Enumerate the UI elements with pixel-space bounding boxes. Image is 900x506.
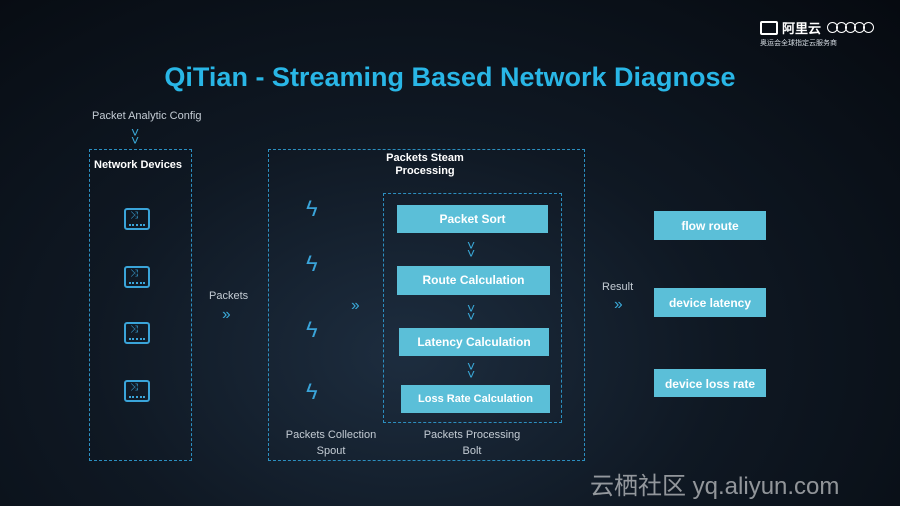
chevron-down-icon: ˅˅ [467,237,475,261]
device-latency-result: device latency [654,288,766,317]
packets-label: Packets [209,290,249,302]
device-loss-rate-result: device loss rate [654,369,766,397]
lightning-bolt-icon: ϟ [306,317,318,342]
spout-label: Packets Collection Spout [280,427,382,459]
network-devices-label: Network Devices [94,159,183,171]
loss-rate-calculation-step: Loss Rate Calculation [401,385,550,413]
bolt-label-line2: Bolt [462,445,482,457]
chevron-down-icon: ˅˅ [131,124,139,148]
watermark: 云栖社区 yq.aliyun.com [590,473,840,500]
lightning-bolt-icon: ϟ [306,379,318,404]
logo-brand: 阿里云 [782,21,822,36]
network-switch-icon: ⤨ [124,208,150,230]
slide-title: QiTian - Streaming Based Network Diagnos… [164,62,736,92]
stream-label-line2: Processing [395,165,455,177]
bolt-label: Packets Processing Bolt [412,427,532,459]
chevron-right-icon: ›› [222,306,231,323]
aliyun-logo: 阿里云 奥运会全球指定云服务商 [760,18,880,52]
stream-processing-label: Packets Steam Processing [360,152,490,178]
config-label: Packet Analytic Config [92,110,202,122]
packet-sort-step: Packet Sort [397,205,548,233]
flow-route-result: flow route [654,211,766,240]
route-calculation-step: Route Calculation [397,266,550,295]
chevron-right-icon: ›› [614,296,623,313]
spout-label-line1: Packets Collection [285,429,377,441]
chevron-down-icon: ˅˅ [467,300,475,324]
result-label: Result [602,281,634,293]
processing-bolt-box [383,193,562,423]
network-switch-icon: ⤨ [124,266,150,288]
network-switch-icon: ⤨ [124,322,150,344]
logo-subtitle: 奥运会全球指定云服务商 [760,40,837,47]
stream-processing-box [268,149,585,461]
olympic-rings-icon [827,22,875,33]
stream-label-line1: Packets Steam [386,152,464,164]
lightning-bolt-icon: ϟ [306,251,318,276]
spout-label-line2: Spout [316,445,346,457]
lightning-bolt-icon: ϟ [306,196,318,221]
chevron-right-icon: ›› [351,297,360,314]
network-devices-box [89,149,192,461]
latency-calculation-step: Latency Calculation [399,328,549,356]
network-switch-icon: ⤨ [124,380,150,402]
bolt-label-line1: Packets Processing [423,429,521,441]
chevron-down-icon: ˅˅ [467,358,475,382]
aliyun-bracket-icon [760,20,778,35]
